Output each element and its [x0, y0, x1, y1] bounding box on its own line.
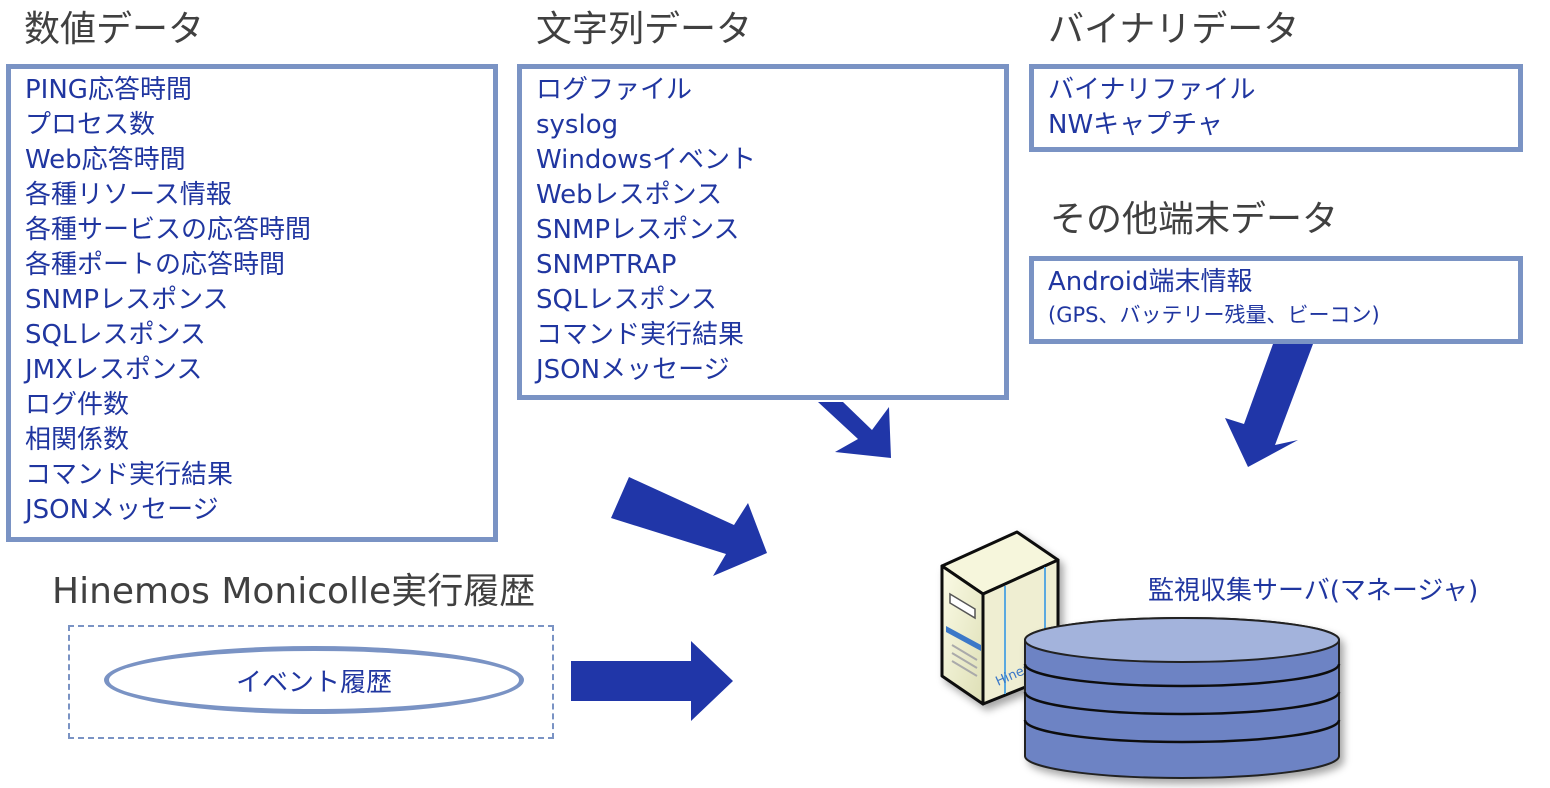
string-data-heading: 文字列データ	[536, 9, 753, 50]
server-label: 監視収集サーバ(マネージャ)	[1148, 576, 1479, 606]
list-item: ログファイル	[536, 75, 693, 105]
binary-data-heading: バイナリデータ	[1048, 9, 1300, 50]
list-item: NWキャプチャ	[1048, 110, 1223, 140]
list-item: Webレスポンス	[536, 180, 723, 210]
list-item: 各種サービスの応答時間	[25, 215, 312, 245]
list-item: SQLレスポンス	[25, 320, 206, 350]
binary-data-box: バイナリファイル NWキャプチャ	[1029, 64, 1523, 152]
arrow-history	[571, 641, 733, 721]
list-item: コマンド実行結果	[536, 320, 745, 350]
list-item: JSONメッセージ	[25, 495, 219, 525]
list-item: プロセス数	[25, 110, 156, 140]
list-item: JMXレスポンス	[25, 355, 203, 385]
list-item: SNMPTRAP	[536, 250, 677, 280]
arrow-other-device	[1225, 344, 1313, 467]
other-device-data-box: Android端末情報 (GPS、バッテリー残量、ビーコン)	[1029, 256, 1523, 344]
list-item: コマンド実行結果	[25, 460, 234, 490]
list-item: 各種ポートの応答時間	[25, 250, 286, 280]
list-item: バイナリファイル	[1048, 75, 1256, 105]
arrow-numeric	[611, 477, 767, 576]
history-heading: Hinemos Monicolle実行履歴	[52, 571, 536, 612]
list-item: ログ件数	[25, 390, 130, 420]
event-history-label: イベント履歴	[235, 667, 392, 698]
numeric-data-heading: 数値データ	[24, 9, 205, 50]
list-item: JSONメッセージ	[536, 355, 730, 385]
list-item: 各種リソース情報	[25, 180, 232, 210]
list-item: Windowsイベント	[536, 145, 757, 175]
database-icon	[1023, 617, 1341, 779]
string-data-box: ログファイル syslog Windowsイベント Webレスポンス SNMPレ…	[517, 64, 1009, 400]
event-history-ellipse: イベント履歴	[104, 646, 524, 714]
list-item: SQLレスポンス	[536, 285, 717, 315]
list-item: syslog	[536, 110, 619, 140]
other-device-data-heading: その他端末データ	[1050, 199, 1339, 240]
arrow-string	[818, 402, 891, 458]
list-item: Android端末情報	[1048, 267, 1253, 297]
list-item: 相関係数	[25, 425, 130, 455]
list-item: Web応答時間	[25, 145, 186, 175]
list-item: (GPS、バッテリー残量、ビーコン)	[1048, 303, 1380, 327]
list-item: SNMPレスポンス	[25, 285, 229, 315]
list-item: PING応答時間	[25, 75, 192, 105]
numeric-data-box: PING応答時間 プロセス数 Web応答時間 各種リソース情報 各種サービスの応…	[6, 64, 498, 542]
list-item: SNMPレスポンス	[536, 215, 740, 245]
